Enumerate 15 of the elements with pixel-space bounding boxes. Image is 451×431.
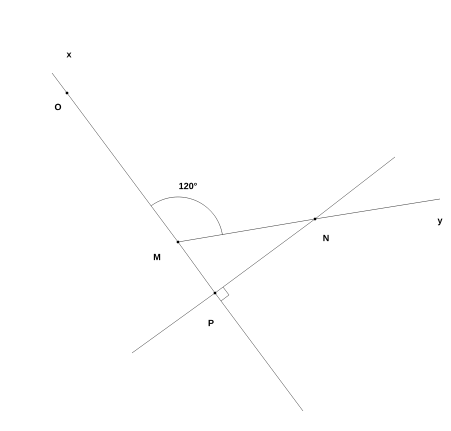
line-segment	[178, 243, 214, 292]
point-label: O	[54, 104, 62, 110]
label: y	[438, 218, 442, 226]
point	[66, 92, 68, 94]
line-segment	[179, 219, 314, 242]
line-segment	[216, 220, 314, 292]
point	[176, 240, 180, 244]
point-label: P	[208, 320, 214, 326]
label: 120°	[179, 182, 197, 190]
point	[314, 218, 316, 220]
point-label: N	[323, 234, 329, 242]
label: x	[66, 52, 72, 58]
point	[214, 292, 216, 294]
line-segment	[68, 94, 178, 241]
point-label: M	[154, 254, 160, 260]
